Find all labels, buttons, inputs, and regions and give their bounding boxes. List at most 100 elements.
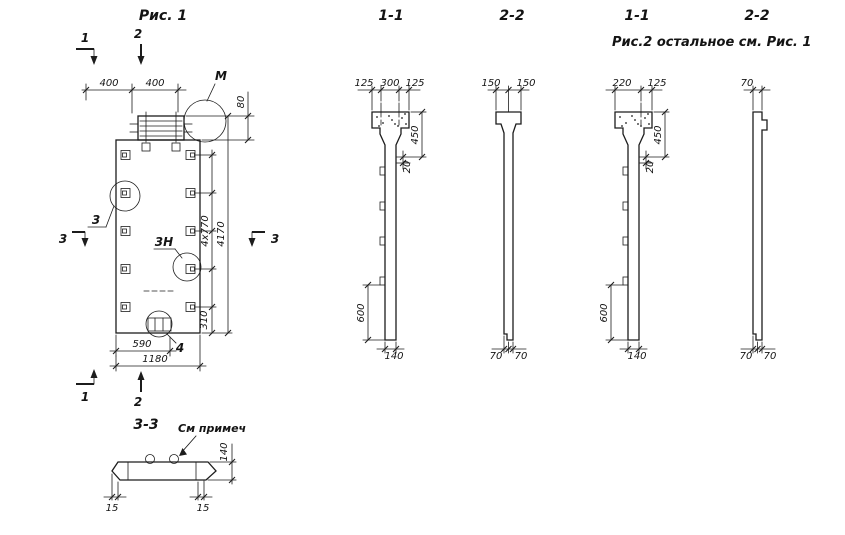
dim-450-value: 450 [410,125,421,144]
section-1-1-a-concrete-dots [376,113,407,127]
section-2-2-a-outline [495,111,522,341]
section-1-1-b-dim-140: 140 [619,341,648,362]
section-1-1-b: 220 125 450 20 600 [599,78,670,362]
callout-3n: 3Н [153,235,183,259]
section-2-2-a: 150 150 70 70 [481,78,535,362]
callout-3-label: 3 [92,213,100,227]
section-3-3-dim-15-right: 15 [189,480,213,514]
section-1-1-a-dims-top: 125 300 125 [354,78,425,111]
callout-4: 4 [166,333,184,355]
dim-4170: 4170 [216,112,232,337]
dim-590: 590 [109,334,177,357]
title-section-2-2-b: 2-2 [744,8,769,24]
section-1-1-b-dim-450: 450 [638,108,670,161]
cut-mark-3-left: 3 [59,231,89,247]
section-1-1-a-outline [371,111,410,341]
fig2-note: Рис.2 остальное см. Рис. 1 [612,35,811,50]
dim-125l-value: 125 [354,78,373,89]
section-2-2-a-dims-top: 150 150 [481,78,536,111]
dim-4x770-310: 4x770 310 [194,149,233,337]
callout-3n-label: 3Н [155,235,173,249]
detail-circle-3n [172,252,202,282]
titles: Рис. 1 1-1 2-2 1-1 2-2 Рис.2 остальное с… [139,8,812,50]
bottom-embed-detail [147,317,172,332]
callout-4-label: 4 [175,341,184,355]
callout-3: 3 [87,205,115,228]
loop-hole-left [145,454,155,464]
cut-2-top-label: 2 [134,27,142,41]
dim-220-value: 220 [612,78,631,89]
title-section-1-1-b: 1-1 [624,8,649,24]
dim-20-value: 20 [645,161,656,174]
detail-circle-3 [109,180,141,212]
dim-4170-value: 4170 [216,221,227,246]
cut-mark-1-bottom: 1 [76,369,98,404]
section-3-3-dim-140: 140 [207,442,237,485]
callout-m: М [206,69,227,102]
section-1-1-b-outline [614,111,653,341]
section-2-2-b-outline [752,111,768,341]
dim-600-value: 600 [356,303,367,322]
section-1-1-b-dims-top: 220 125 [605,78,667,111]
cut-1-bottom-label: 1 [81,390,89,404]
section-3-3-outline [111,461,217,481]
section-3-3: 3-3 См примеч 140 15 [103,417,246,514]
section-3-3-dim-15-left: 15 [103,473,127,514]
title-fig1: Рис. 1 [139,8,187,24]
dim-15r-value: 15 [197,503,210,514]
section-2-2-a-dims-bottom: 70 70 [490,335,528,362]
cut-mark-1-top: 1 [76,31,98,65]
section-2-2-b-dim-top: 70 [741,78,771,111]
panel-head [137,115,185,141]
dim-70r-value: 70 [764,351,777,362]
dim-125-value: 125 [647,78,666,89]
dim-80: 80 [185,91,255,144]
section-1-1-b-concrete-dots [619,113,650,127]
callout-m-label: М [215,69,227,83]
dim-140-value: 140 [627,351,646,362]
section-1-1-a-loops [379,102,400,286]
dim-70l-value: 70 [740,351,753,362]
dim-150l-value: 150 [481,78,500,89]
section-2-2-b-dims-bottom: 70 70 [740,335,777,362]
dim-125r-value: 125 [405,78,424,89]
section-1-1-b-dim-20: 20 [638,150,656,174]
section-1-1-a-dim-600: 600 [356,281,386,344]
detail-circle-m [183,99,227,143]
section-2-2-b: 70 70 70 [740,78,777,362]
dim-20-value: 20 [402,161,413,174]
dim-70l-value: 70 [490,351,503,362]
anchor-loops-top [141,142,181,152]
loop-hole-right [169,454,179,464]
title-section-2-2-a: 2-2 [499,8,524,24]
see-note-label: См примеч [178,422,246,435]
panel-head-hatch [129,111,193,143]
cut-1-top-label: 1 [81,31,89,45]
cut-3-right-label: 3 [271,232,279,246]
dim-590-value: 590 [132,339,151,350]
cut-mark-3-right: 3 [248,231,279,247]
dim-400-400: 400 400 [81,78,187,114]
dim-80-value: 80 [236,96,247,109]
dim-1180: 1180 [109,334,207,372]
dim-140-value: 140 [384,351,403,362]
title-section-1-1-a: 1-1 [378,8,403,24]
dim-400a-value: 400 [99,78,118,89]
dim-140-value: 140 [219,442,230,461]
plan-view: 3 3Н М 4 1 2 3 [59,27,279,409]
title-section-3-3: 3-3 [133,417,158,433]
cut-3-left-label: 3 [59,232,67,246]
dim-15l-value: 15 [106,503,119,514]
section-1-1-a-dim-20: 20 [395,150,413,174]
section-1-1-a-dim-450: 450 [395,108,427,161]
dim-450-value: 450 [653,125,664,144]
dim-310-value: 310 [199,310,210,329]
section-1-1-a-dim-140: 140 [376,341,405,362]
dim-70r-value: 70 [515,351,528,362]
see-note-arrowhead [179,448,187,456]
dim-150r-value: 150 [516,78,535,89]
section-1-1-b-dim-600: 600 [599,281,629,344]
anchor-loops-left [120,150,131,312]
dim-600-value: 600 [599,303,610,322]
